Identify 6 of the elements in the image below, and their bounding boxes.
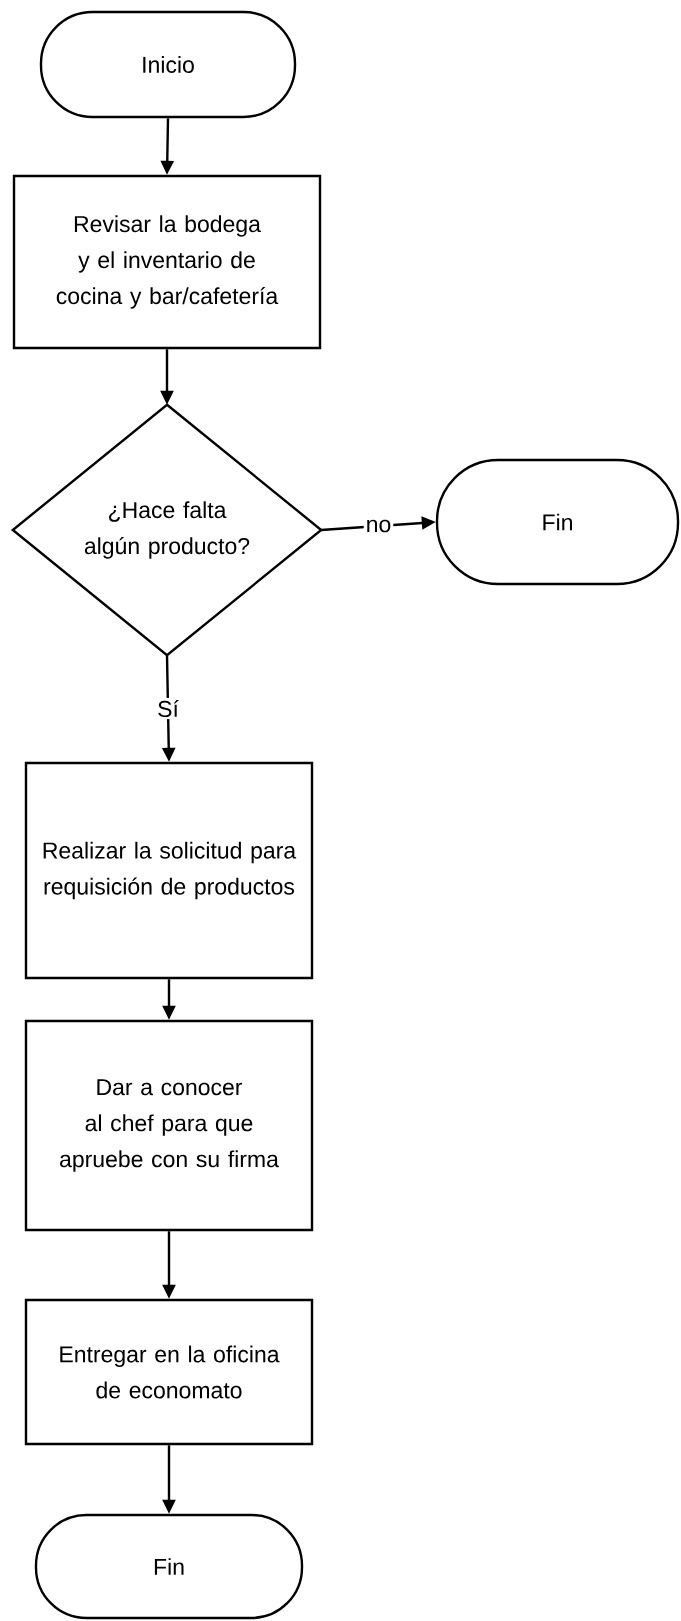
process-box: Dar a conocer al chef para que apruebe con su firma — [24, 1019, 314, 1232]
edge-label: Sí — [155, 697, 181, 720]
edge-label: no — [363, 517, 394, 535]
process-box: Realizar la solicitud para requisición de productos — [24, 761, 314, 980]
process-box: Revisar la bodega y el inventario de cocina y bar/cafetería — [12, 174, 322, 350]
process-box: Entregar en la oficina de economato — [24, 1298, 314, 1446]
